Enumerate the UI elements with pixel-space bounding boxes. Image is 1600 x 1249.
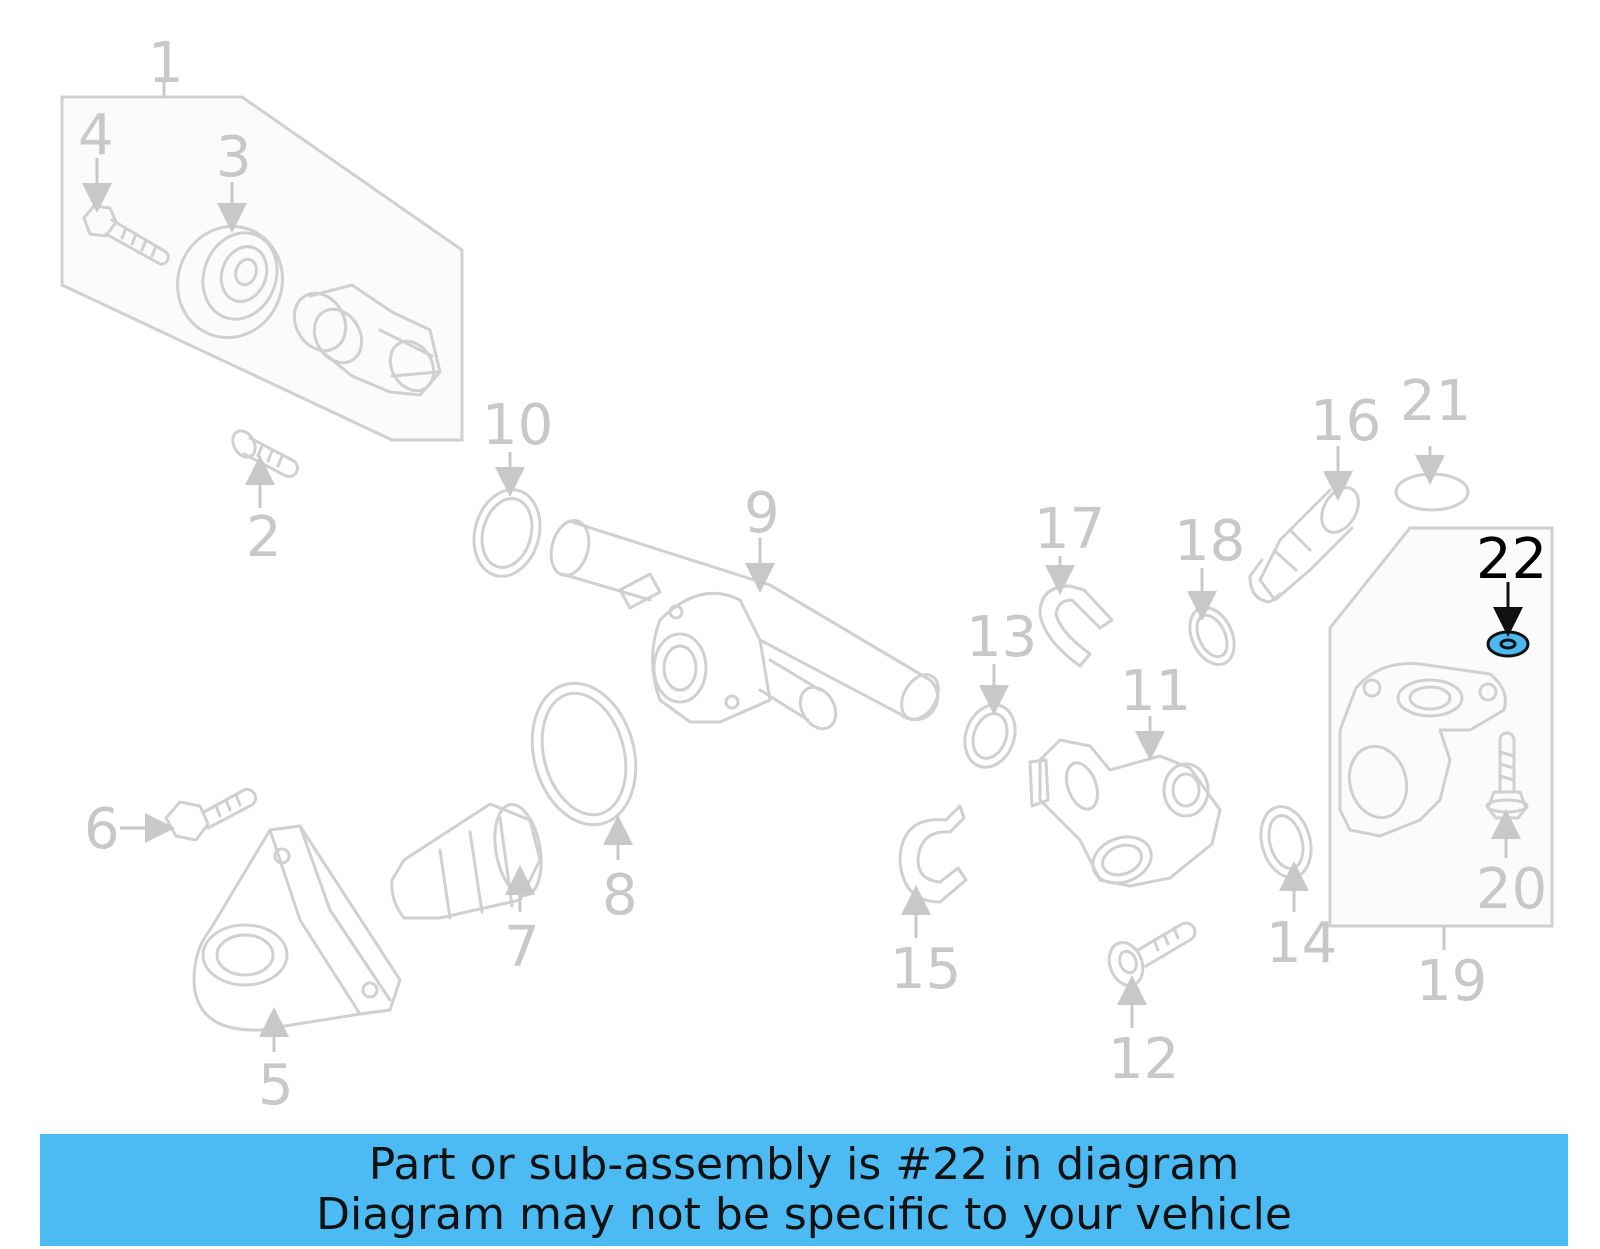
callout-21: 21: [1400, 369, 1471, 434]
assembly-frame-1: [60, 95, 464, 442]
part-12-bolt[interactable]: [1103, 921, 1197, 990]
part-5-water-inlet[interactable]: [192, 824, 402, 1032]
part-15-clip[interactable]: [898, 804, 968, 904]
part-22-washer[interactable]: [1486, 630, 1530, 658]
part-19-outlet-housing[interactable]: [1338, 662, 1507, 838]
callout-12: 12: [1108, 1027, 1179, 1092]
callout-6: 6: [84, 797, 120, 862]
part-2-bolt[interactable]: [228, 427, 300, 479]
callout-9: 9: [744, 481, 780, 546]
part-7-filter[interactable]: [390, 801, 548, 920]
banner-line-2: Diagram may not be specific to your vehi…: [316, 1189, 1292, 1240]
callout-14: 14: [1266, 911, 1337, 976]
callout-15: 15: [890, 937, 961, 1002]
part-3-pulley[interactable]: [162, 212, 298, 353]
part-13-o-ring[interactable]: [957, 698, 1024, 775]
part-6-bolt[interactable]: [164, 787, 258, 842]
callout-19: 19: [1416, 949, 1487, 1014]
part-1-tensioner[interactable]: [284, 283, 442, 398]
callout-labels: 1 2 3 4 5 6 7 8 9 10 11 12 13 14 15 16 1…: [78, 31, 1547, 1118]
callout-10: 10: [482, 393, 553, 458]
part-4-bolt[interactable]: [82, 204, 170, 266]
callout-3: 3: [216, 125, 252, 190]
callout-1: 1: [148, 31, 184, 96]
info-banner: Part or sub-assembly is #22 in diagram D…: [40, 1134, 1568, 1246]
callout-17: 17: [1034, 497, 1105, 562]
callout-13: 13: [966, 605, 1037, 670]
callout-18: 18: [1174, 509, 1245, 574]
callout-11: 11: [1120, 659, 1191, 724]
part-17-clip[interactable]: [1038, 584, 1114, 668]
leader-lines: [82, 82, 1523, 1052]
part-9-thermostat-housing[interactable]: [545, 516, 945, 735]
callout-2: 2: [246, 505, 282, 570]
banner-line-1: Part or sub-assembly is #22 in diagram: [368, 1139, 1240, 1190]
callout-8: 8: [602, 863, 638, 928]
part-14-o-ring[interactable]: [1254, 801, 1319, 883]
callout-20: 20: [1476, 857, 1547, 922]
callout-4: 4: [78, 103, 114, 168]
part-11-water-outlet[interactable]: [1028, 738, 1222, 891]
part-21-o-ring[interactable]: [1394, 472, 1470, 512]
callout-5: 5: [258, 1053, 294, 1118]
part-16-sensor[interactable]: [1248, 481, 1366, 604]
part-8-gasket[interactable]: [517, 672, 651, 837]
callout-22: 22: [1476, 527, 1547, 592]
callout-7: 7: [504, 915, 540, 980]
callout-16: 16: [1310, 389, 1381, 454]
part-10-o-ring[interactable]: [465, 482, 550, 584]
